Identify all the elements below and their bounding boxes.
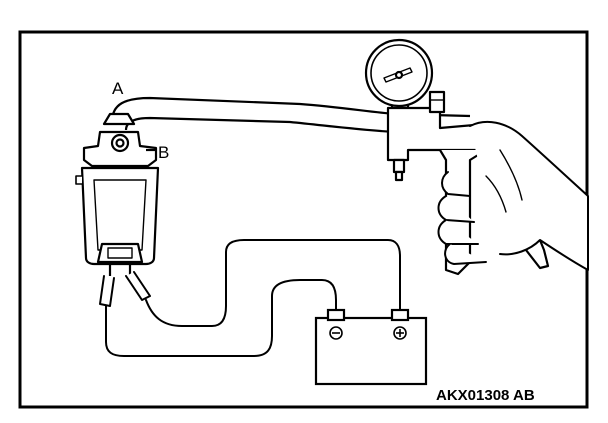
port-b-label: B — [158, 143, 169, 162]
test-leads — [99, 239, 401, 357]
solenoid-valve — [75, 112, 160, 276]
hand — [437, 120, 589, 271]
battery — [314, 308, 428, 386]
figure-code: AKX01308 AB — [436, 387, 535, 404]
port-a-label: A — [112, 79, 124, 98]
